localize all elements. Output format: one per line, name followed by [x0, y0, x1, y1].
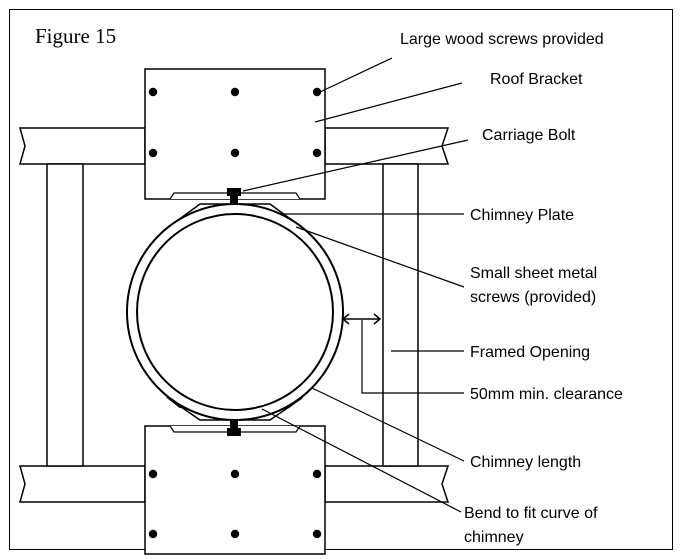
leader-clearance — [361, 320, 464, 394]
wood-screw-dot — [230, 87, 240, 97]
label-small-screws-line2: screws (provided) — [470, 289, 596, 306]
wood-screw-dot — [230, 469, 240, 479]
figure-border — [9, 9, 673, 550]
leader-small-screws — [295, 226, 465, 288]
figure-title: Figure 15 — [35, 24, 116, 48]
wood-screw-dot — [148, 469, 158, 479]
leader-carriage-bolt — [242, 139, 469, 192]
label-bend-line1: Bend to fit curve of — [464, 505, 598, 522]
clearance-dimension — [341, 313, 382, 325]
label-chimney-length: Chimney length — [470, 454, 581, 471]
label-chimney-plate: Chimney Plate — [470, 207, 574, 224]
right-rafter — [382, 163, 419, 467]
label-large-wood-screws: Large wood screws provided — [400, 31, 604, 48]
wood-screw-dot — [312, 469, 322, 479]
wood-screw-dot — [148, 87, 158, 97]
top-joist-left — [19, 127, 146, 165]
bottom-roof-bracket — [144, 425, 326, 555]
label-roof-bracket: Roof Bracket — [490, 71, 583, 88]
leader-roof-bracket — [314, 82, 463, 123]
label-framed-opening: Framed Opening — [470, 344, 590, 361]
chimney-pipe — [126, 203, 344, 421]
label-small-screws-line1: Small sheet metal — [470, 265, 597, 282]
wood-screw-dot — [312, 148, 322, 158]
wood-screw-dot — [312, 87, 322, 97]
label-clearance: 50mm min. clearance — [470, 386, 623, 403]
wood-screw-dot — [148, 529, 158, 539]
wood-screw-dot — [230, 529, 240, 539]
leader-lines — [242, 57, 469, 513]
bottom-joist-left — [19, 465, 146, 503]
bottom-joist-right — [324, 465, 450, 503]
left-rafter — [46, 163, 84, 467]
wood-screw-dot — [148, 148, 158, 158]
label-carriage-bolt: Carriage Bolt — [482, 127, 576, 144]
wood-screw-dot — [312, 529, 322, 539]
leader-chimney-length — [311, 387, 465, 462]
leader-bend-to-fit — [261, 408, 462, 513]
leader-large-wood-screws — [319, 57, 393, 93]
wood-screw-dot — [230, 148, 240, 158]
label-bend-line2: chimney — [464, 529, 524, 546]
top-roof-bracket — [144, 68, 326, 200]
